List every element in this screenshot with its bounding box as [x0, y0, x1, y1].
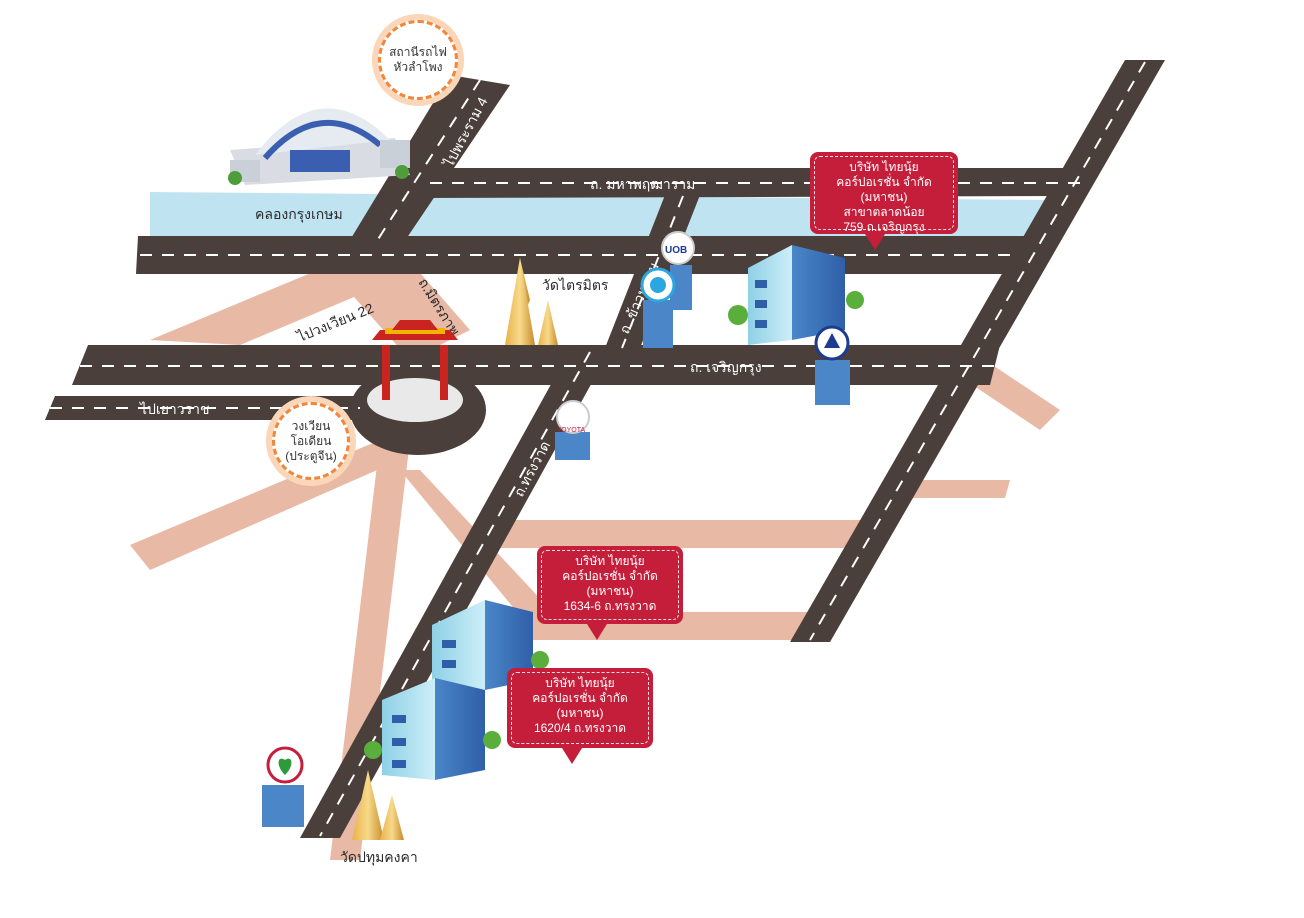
building-songwat-1634	[432, 600, 549, 695]
circle-line-3: (ประตูจีน)	[285, 448, 337, 463]
uob-logo-text: UOB	[665, 245, 687, 256]
callout-songwat-1620-line-1: บริษัท ไทยนุ้ย	[545, 676, 615, 690]
toyota-logo-text: TOYOTA	[557, 427, 585, 434]
kasikorn-bank	[262, 746, 304, 827]
circle-line-1: วงเวียน	[291, 418, 331, 433]
road-label-maha-phruettharam: ถ. มหาพฤฒาราม	[590, 176, 695, 192]
road-label-yaowarat: ไปเยาวราช	[139, 401, 210, 417]
callout-songwat-1620-line-2: คอร์ปอเรชั่น จำกัด (มหาชน)	[532, 691, 628, 720]
callout-talad-noi-line-4: 759 ถ.เจริญกรุง	[843, 220, 925, 234]
callout-songwat-1634: บริษัท ไทยนุ้ย คอร์ปอเรชั่น จำกัด (มหาชน…	[537, 546, 683, 640]
station-line-2: หัวลำโพง	[393, 60, 443, 74]
callout-talad-noi-line-3: สาขาตลาดน้อย	[843, 205, 925, 219]
chinese-gate	[367, 320, 463, 422]
callout-talad-noi-line-1: บริษัท ไทยนุ้ย	[849, 160, 919, 174]
callout-songwat-1634-line-1: บริษัท ไทยนุ้ย	[575, 554, 645, 568]
road-label-charoen-krung: ถ. เจริญกรุง	[690, 359, 762, 376]
callout-songwat-1620-line-3: 1620/4 ถ.ทรงวาด	[533, 721, 627, 735]
station-bubble: สถานีรถไฟ หัวลำโพง	[378, 20, 458, 100]
circle-line-2: โอเดียน	[290, 433, 332, 448]
wat-traimit-label: วัดไตรมิตร	[542, 277, 609, 293]
wat-traimit-stupas	[505, 258, 558, 345]
building-talad-noi	[728, 245, 864, 345]
station-building	[228, 108, 410, 185]
callout-songwat-1634-line-2: คอร์ปอเรชั่น จำกัด (มหาชน)	[562, 569, 658, 598]
callout-talad-noi-line-2: คอร์ปอเรชั่น จำกัด (มหาชน)	[836, 175, 932, 204]
uob-bank: UOB	[661, 231, 695, 310]
callout-songwat-1620: บริษัท ไทยนุ้ย คอร์ปอเรชั่น จำกัด (มหาชน…	[507, 668, 653, 764]
callout-songwat-1634-line-3: 1634-6 ถ.ทรงวาด	[563, 599, 657, 613]
circle-bubble: วงเวียน โอเดียน (ประตูจีน)	[272, 402, 350, 480]
wat-pathum-label: วัดปทุมคงคา	[340, 849, 418, 866]
building-songwat-1620	[364, 678, 501, 780]
callout-talad-noi: บริษัท ไทยนุ้ย คอร์ปอเรชั่น จำกัด (มหาชน…	[810, 152, 958, 250]
station-line-1: สถานีรถไฟ	[389, 45, 447, 59]
wat-pathum-stupas	[352, 770, 404, 840]
bangkok-bank	[814, 325, 850, 405]
krungthai-bank	[640, 267, 676, 348]
lane-markings	[50, 61, 1146, 837]
canal-label: คลองกรุงเกษม	[255, 206, 343, 223]
toyota-dealer: TOYOTA	[555, 400, 590, 460]
